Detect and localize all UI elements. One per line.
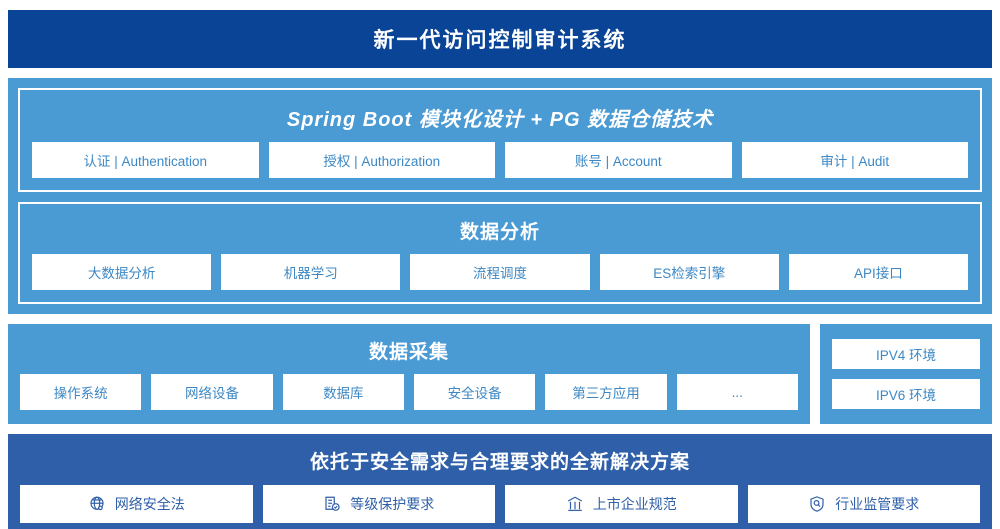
platform-chip-row: 认证 | Authentication 授权 | Authorization 账…	[32, 142, 968, 178]
shield-search-icon	[808, 495, 826, 513]
environment-chip-ipv4[interactable]: IPV4 环境	[832, 339, 980, 369]
header-banner: 新一代访问控制审计系统	[8, 10, 992, 68]
compliance-chip-industry-regulation[interactable]: 行业监管要求	[747, 485, 980, 523]
collect-chip-more[interactable]: ...	[676, 374, 798, 410]
analysis-title: 数据分析	[459, 222, 540, 243]
analysis-chip[interactable]: 大数据分析	[32, 254, 212, 290]
platform-chip[interactable]: 授权 | Authorization	[268, 142, 495, 178]
compliance-chip-row: 网络安全法 等级保护要求	[20, 485, 980, 523]
compliance-chip-label: 行业监管要求	[835, 496, 920, 512]
collect-row: 数据采集 操作系统 网络设备 数据库 安全设备 第三方应用 ... IPV4 环…	[8, 324, 992, 424]
collect-panel: 数据采集 操作系统 网络设备 数据库 安全设备 第三方应用 ...	[8, 324, 810, 424]
compliance-title: 依托于安全需求与合理要求的全新解决方案	[309, 452, 690, 473]
compliance-chip-label: 网络安全法	[114, 496, 185, 512]
page-title: 新一代访问控制审计系统	[373, 29, 627, 52]
analysis-chip[interactable]: 流程调度	[410, 254, 590, 290]
analysis-group: 数据分析 大数据分析 机器学习 流程调度 ES检索引擎 API接口	[18, 202, 982, 304]
collect-chip[interactable]: 网络设备	[151, 374, 273, 410]
platform-chip[interactable]: 账号 | Account	[505, 142, 732, 178]
compliance-chip-cybersecurity-law[interactable]: 网络安全法	[20, 485, 253, 523]
platform-chip[interactable]: 审计 | Audit	[741, 142, 968, 178]
collect-chip[interactable]: 数据库	[282, 374, 404, 410]
analysis-chip-row: 大数据分析 机器学习 流程调度 ES检索引擎 API接口	[32, 254, 969, 290]
collect-title: 数据采集	[368, 342, 449, 363]
platform-chip[interactable]: 认证 | Authentication	[32, 142, 259, 178]
platform-title: Spring Boot 模块化设计 + PG 数据仓储技术	[286, 109, 714, 131]
platform-group: Spring Boot 模块化设计 + PG 数据仓储技术 认证 | Authe…	[18, 88, 982, 192]
globe-icon	[88, 495, 106, 513]
compliance-chip-label: 等级保护要求	[350, 496, 435, 512]
environment-panel: IPV4 环境 IPV6 环境	[820, 324, 992, 424]
compliance-panel: 依托于安全需求与合理要求的全新解决方案 网络安全法	[8, 434, 992, 529]
platform-analysis-panel: Spring Boot 模块化设计 + PG 数据仓储技术 认证 | Authe…	[8, 78, 992, 314]
analysis-chip[interactable]: ES检索引擎	[599, 254, 779, 290]
compliance-chip-grade-protection[interactable]: 等级保护要求	[262, 485, 495, 523]
compliance-chip-listed-enterprise[interactable]: 上市企业规范	[505, 485, 738, 523]
environment-chip-ipv6[interactable]: IPV6 环境	[832, 379, 980, 409]
collect-chip[interactable]: 操作系统	[20, 374, 142, 410]
collect-chip[interactable]: 第三方应用	[545, 374, 667, 410]
collect-chip-row: 操作系统 网络设备 数据库 安全设备 第三方应用 ...	[20, 374, 798, 410]
collect-chip[interactable]: 安全设备	[413, 374, 536, 410]
document-check-icon	[323, 495, 341, 513]
bank-icon	[566, 495, 584, 513]
analysis-chip[interactable]: 机器学习	[221, 254, 401, 290]
analysis-chip[interactable]: API接口	[788, 254, 969, 290]
compliance-chip-label: 上市企业规范	[592, 496, 677, 512]
